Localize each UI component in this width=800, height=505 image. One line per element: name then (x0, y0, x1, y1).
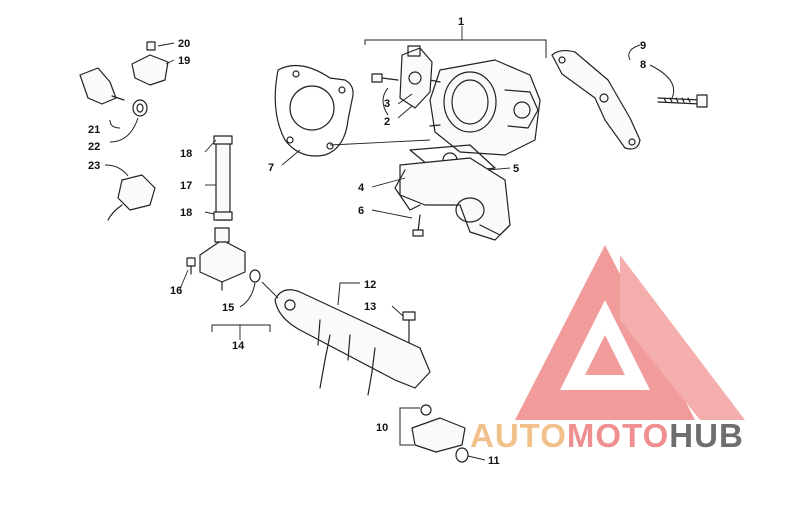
callout-21: 21 (88, 124, 100, 136)
callout-14: 14 (232, 340, 245, 352)
part-pressure-regulator (199, 227, 246, 291)
callout-18-bottom: 18 (180, 207, 192, 219)
part-bolt-8 (657, 94, 708, 108)
callout-11: 11 (488, 455, 500, 467)
callout-9: 9 (640, 40, 646, 52)
part-hose-17 (213, 135, 233, 221)
callout-10: 10 (376, 422, 388, 434)
callout-17: 17 (180, 180, 192, 192)
callout-18-top: 18 (180, 148, 192, 160)
part-clamp-18-top (213, 135, 233, 145)
callout-16: 16 (170, 285, 182, 297)
callout-22: 22 (88, 141, 100, 153)
part-screw-6 (412, 214, 424, 237)
watermark-word-auto: AUTOMOTOHUB (470, 417, 744, 454)
part-bolt-13 (402, 311, 416, 343)
callout-19: 19 (178, 55, 190, 67)
leader-lines (104, 26, 675, 461)
callout-3: 3 (384, 98, 390, 110)
watermark-logo (515, 245, 745, 420)
callout-12: 12 (364, 279, 376, 291)
callout-8: 8 (640, 59, 646, 71)
callout-5: 5 (513, 163, 519, 175)
part-injector (411, 404, 466, 453)
part-oring-15 (249, 269, 261, 283)
callout-23: 23 (88, 160, 100, 172)
callout-labels: 1 2 3 4 5 6 7 8 9 10 11 12 13 14 15 16 1… (88, 16, 646, 467)
part-gasket (274, 64, 354, 157)
callout-20: 20 (178, 38, 190, 50)
part-clamp-18-bottom (213, 211, 233, 221)
callout-7: 7 (268, 162, 274, 174)
part-screw-16 (186, 257, 196, 275)
part-oring-22 (132, 99, 148, 117)
callout-6: 6 (358, 205, 364, 217)
part-fuel-rail (274, 289, 431, 396)
callout-13: 13 (364, 301, 376, 313)
callout-2: 2 (384, 116, 390, 128)
part-bracket (551, 49, 641, 150)
part-oring-11 (455, 447, 469, 463)
callout-1: 1 (458, 16, 464, 28)
part-sensor-23 (107, 174, 156, 221)
logo-inner-triangle (585, 335, 625, 375)
part-tps-sensor (399, 45, 433, 109)
logo-right-stroke (620, 255, 745, 420)
callout-4: 4 (358, 182, 365, 194)
watermark-hub: HUB (669, 417, 744, 454)
watermark-auto: AUTO (470, 417, 567, 454)
part-screw-3 (371, 73, 399, 83)
watermark-text: AUTOMOTOHUB (470, 417, 744, 454)
callout-15: 15 (222, 302, 234, 314)
part-sensor-21 (79, 67, 125, 105)
watermark-moto: MOTO (567, 417, 669, 454)
part-throttle-body (429, 59, 541, 156)
part-iac-housing (394, 157, 511, 241)
part-clip-19 (131, 41, 169, 86)
